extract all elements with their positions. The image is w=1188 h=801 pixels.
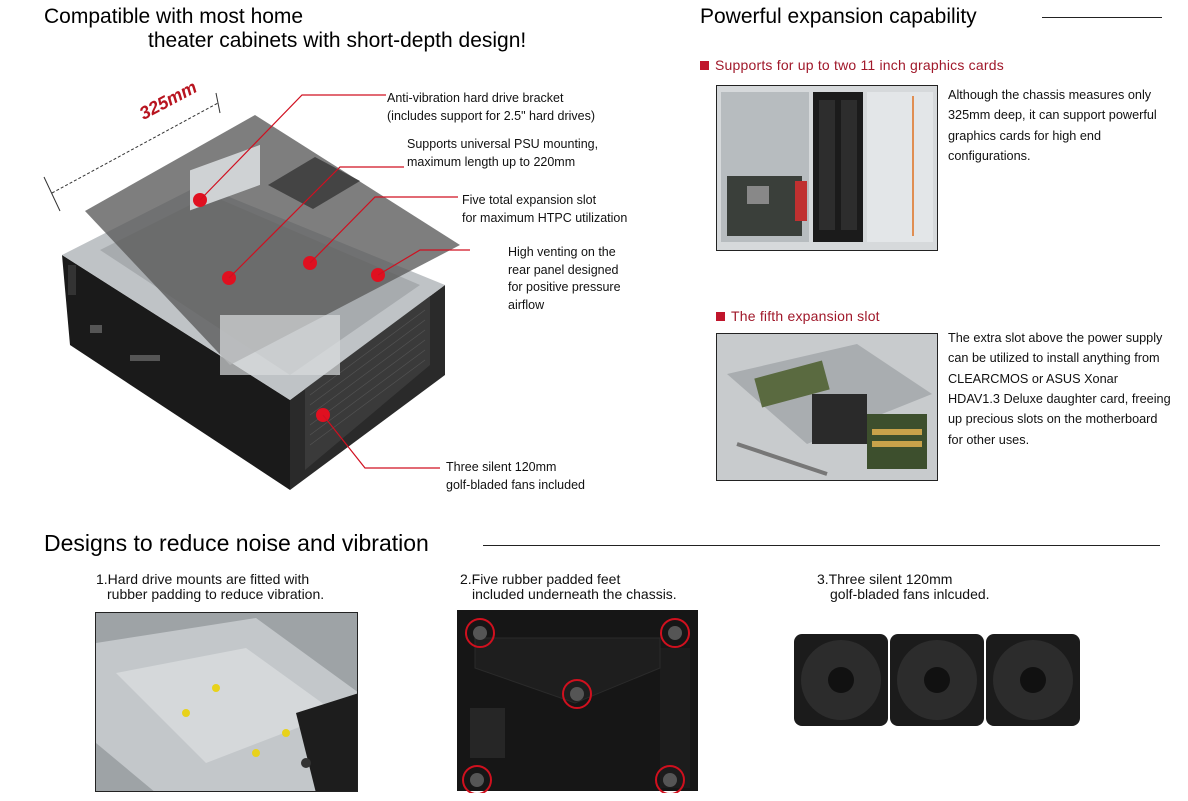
noise-section-title: Designs to reduce noise and vibration <box>44 530 429 556</box>
expansion-title-rule <box>1042 17 1162 18</box>
hdd-mounts-photo <box>95 612 358 792</box>
main-title-line1: Compatible with most home <box>44 5 304 28</box>
feature1-description: Although the chassis measures only 325mm… <box>948 88 1157 163</box>
noise-item-2-caption: 2.Five rubber padded feet included under… <box>460 571 677 602</box>
feature2-description: The extra slot above the power supply ca… <box>948 331 1171 447</box>
feature1-heading: Supports for up to two 11 inch graphics … <box>700 57 1004 73</box>
noise-item-3-caption: 3.Three silent 120mm golf-bladed fans in… <box>817 571 990 602</box>
fifth-slot-photo <box>716 333 938 481</box>
noise-title-rule <box>483 545 1160 546</box>
callout-expansion-slots: Five total expansion slot for maximum HT… <box>462 193 628 225</box>
callout-rear-venting: High venting on the rear panel designed … <box>508 245 621 312</box>
callout-psu-mounting: Supports universal PSU mounting, maximum… <box>407 137 599 169</box>
bullet-square-icon <box>716 312 725 321</box>
fans-photo <box>792 632 1082 728</box>
chassis-illustration <box>40 85 470 495</box>
main-title-line2: theater cabinets with short-depth design… <box>148 29 527 52</box>
callout-hdd-bracket: Anti-vibration hard drive bracket (inclu… <box>387 91 596 123</box>
feature2-heading: The fifth expansion slot <box>716 308 880 324</box>
callout-fans: Three silent 120mm golf-bladed fans incl… <box>446 460 585 492</box>
graphics-cards-photo <box>716 85 938 251</box>
rubber-feet-photo <box>455 608 700 793</box>
expansion-section-title: Powerful expansion capability <box>700 5 977 28</box>
noise-item-1-caption: 1.Hard drive mounts are fitted with rubb… <box>96 571 325 602</box>
bullet-square-icon <box>700 61 709 70</box>
